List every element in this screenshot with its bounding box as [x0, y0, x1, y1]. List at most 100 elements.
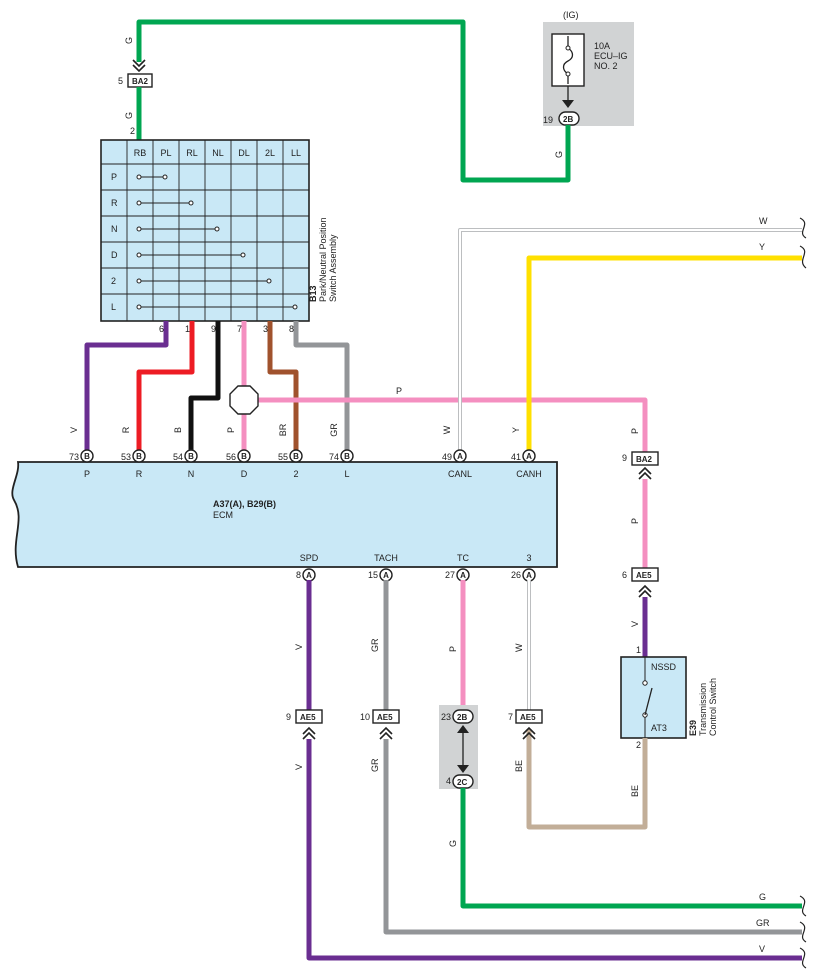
b13-bottom-pin: 8	[289, 324, 294, 334]
connector-ae5-spd	[295, 709, 323, 724]
b13-column-header: NL	[212, 148, 224, 158]
contact-point-icon	[292, 304, 298, 310]
ecm-pin-number: 8	[296, 570, 301, 580]
ecm-pin-connector	[132, 449, 146, 463]
ecm-pin-conn-letter: B	[84, 452, 90, 461]
fuse-number: NO. 2	[594, 61, 618, 71]
ecm-pin-conn-letter: A	[526, 452, 532, 461]
ecm-pin-connector	[522, 449, 536, 463]
ecm-pin-number: 55	[278, 452, 288, 462]
wire-yellow-canh	[526, 255, 802, 453]
ecm-pin-number: 53	[121, 452, 131, 462]
wire-label-v: V	[630, 621, 640, 627]
connector-ae5-tach	[372, 709, 400, 724]
ecm-pin-conn-letter: B	[136, 452, 142, 461]
b13-name-line1: Park/Neutral Position	[318, 217, 328, 302]
b13-bottom-pin: 6	[159, 324, 164, 334]
b13-bottom-pin: 9	[211, 324, 216, 334]
b13-bottom-pin: 1	[185, 324, 190, 334]
fuse-box: (IG) 10A ECU–IG NO. 2 19 2B	[543, 10, 634, 126]
ba2-pin-number: 5	[118, 76, 123, 86]
wire-label-p: P	[630, 428, 640, 434]
fuse-source-label: (IG)	[563, 10, 579, 20]
ecm-pin-signal: 2	[293, 469, 298, 479]
fuse-pin-number: 19	[543, 115, 553, 125]
wire-gray-out	[383, 739, 802, 935]
junction-pin-23: 23	[441, 712, 451, 722]
connector-ae5-label: AE5	[377, 713, 393, 722]
contact-point-icon	[214, 226, 220, 232]
wire-label-v: V	[294, 644, 304, 650]
contact-point-icon	[266, 278, 272, 284]
e39-nssd-label: NSSD	[651, 662, 677, 672]
b13-column-header: PL	[160, 148, 171, 158]
b13-column-header: RL	[186, 148, 198, 158]
splice-point-icon	[229, 385, 259, 415]
transmission-control-switch: NSSD AT3 E39 Transmission Control Switch	[620, 656, 718, 739]
b13-bottom-pin: 7	[237, 324, 242, 334]
contact-point-icon	[188, 200, 194, 206]
b13-row-label: L	[111, 302, 116, 312]
ecm-pin-number: 73	[69, 452, 79, 462]
e39-name-line1: Transmission	[698, 683, 708, 736]
ecm-pin-conn-letter: B	[344, 452, 350, 461]
ecm-top-wire-label: GR	[329, 423, 339, 437]
wire-green-ig	[136, 19, 571, 183]
ecm-pin-conn-letter: A	[306, 571, 312, 580]
wire-label-w: W	[514, 643, 524, 652]
ecm-top-wire-label: BR	[278, 423, 288, 436]
wire-break-icon	[799, 245, 807, 269]
wire-label-v: V	[294, 764, 304, 770]
connector-arrow-icon	[638, 584, 652, 598]
connector-ae5-3	[515, 709, 543, 724]
connector-arrow-icon	[132, 59, 146, 73]
b13-row-label: N	[111, 224, 118, 234]
e39-at3-label: AT3	[651, 723, 667, 733]
wire-green-out	[460, 788, 802, 909]
wire-break-icon	[799, 947, 807, 969]
wire-purple-p	[84, 321, 169, 453]
ecm-pin-signal: TC	[457, 553, 469, 563]
ecm-pin-signal: CANL	[448, 469, 472, 479]
wire-pink-splice	[244, 397, 648, 452]
contact-point-icon	[240, 252, 246, 258]
wire-white-canl	[458, 228, 802, 453]
connector-ae5-right	[631, 567, 659, 582]
connector-arrow-icon	[522, 726, 536, 740]
b13-bottom-pin: 3	[263, 324, 268, 334]
b13-column-header: RB	[134, 148, 147, 158]
b13-row-label: R	[111, 198, 118, 208]
ecm-pin-signal: SPD	[300, 553, 319, 563]
fuse-name: ECU–IG	[594, 51, 628, 61]
fuse-terminal-icon	[565, 71, 571, 77]
ecm-pin-signal: CANH	[516, 469, 542, 479]
ecm-pin-number: 26	[511, 570, 521, 580]
connector-arrow-icon	[302, 726, 316, 740]
switch-contact-icon	[642, 680, 648, 686]
connector-arrow-icon	[379, 726, 393, 740]
ecm-pin-number: 27	[445, 570, 455, 580]
contact-point-icon	[136, 252, 142, 258]
b13-row-label: D	[111, 250, 118, 260]
wire-label-g: G	[554, 151, 564, 158]
ecm-pin-number: 54	[173, 452, 183, 462]
wire-label-gr: GR	[370, 638, 380, 652]
arrow-down-icon	[562, 100, 574, 108]
out-label-gr: GR	[756, 918, 770, 928]
ecm-pin-number: 15	[368, 570, 378, 580]
out-label-g: G	[759, 892, 766, 902]
ae5-pin-7: 7	[508, 712, 513, 722]
ecm-pin-conn-letter: B	[188, 452, 194, 461]
fuse-terminal-icon	[565, 45, 571, 51]
ecm-pin-connector	[237, 449, 251, 463]
contact-point-icon	[136, 304, 142, 310]
b13-name-line2: Switch Assembly	[328, 234, 338, 302]
ecm-pin-conn-letter: A	[526, 571, 532, 580]
wire-gray-l	[293, 321, 350, 453]
b13-row-label: 2	[111, 276, 116, 286]
ecm-pin-connector	[453, 449, 467, 463]
ecm-pin-connector	[340, 449, 354, 463]
wire-label-p: P	[396, 386, 402, 396]
